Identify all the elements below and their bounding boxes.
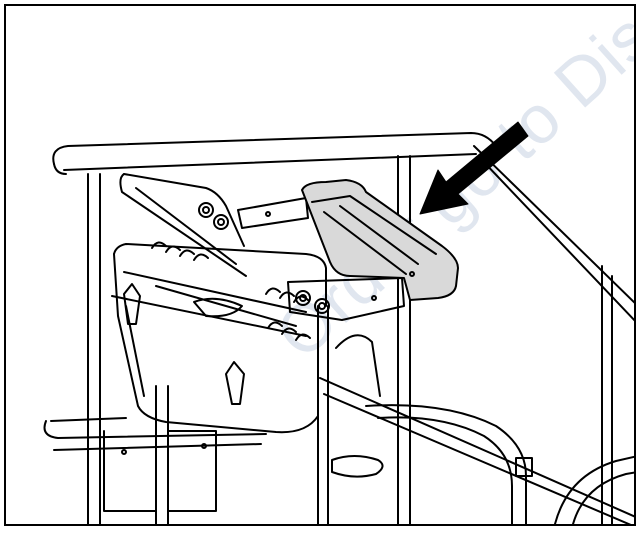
platform-illustration — [43, 121, 634, 524]
hinge-bracket — [198, 197, 405, 321]
arrow-pointing-down-left-icon — [419, 121, 529, 215]
control-tray — [111, 173, 327, 434]
side-cylinder — [331, 334, 533, 478]
lower-rails — [43, 377, 634, 524]
figure-frame: Order go to Disc — [4, 4, 636, 526]
lower-panel — [103, 430, 217, 512]
highlighted-lid — [301, 179, 459, 301]
top-guard-rail — [52, 132, 634, 322]
